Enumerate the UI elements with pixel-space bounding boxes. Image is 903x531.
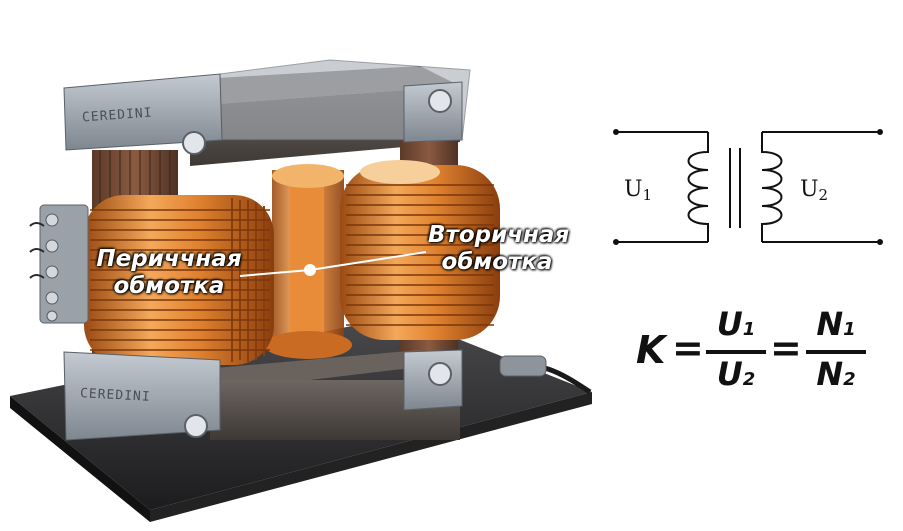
primary-label-line2: обмотка: [113, 273, 225, 299]
terminal-dot: [613, 239, 619, 245]
clamp-top: [63, 59, 471, 151]
leader-point: [304, 264, 316, 276]
secondary-label-line1: Вторичная: [428, 222, 570, 248]
terminal-block: [29, 204, 89, 324]
leader-lines: [239, 251, 427, 277]
fraction-u1: U1: [716, 305, 756, 343]
transformation-ratio-formula: K = U1 U2 = N1 N2: [636, 306, 876, 396]
terminal-dot: [877, 239, 883, 245]
u2-label: U2: [800, 177, 828, 204]
primary-coil-symbol: [687, 132, 709, 242]
fraction-n2: N2: [816, 355, 856, 393]
bolts: [182, 89, 452, 438]
fraction-u2: U2: [716, 355, 756, 393]
cable-connector: [499, 355, 547, 377]
primary-label-line1: Периччная: [96, 246, 242, 272]
transformer-illustration: [10, 59, 592, 522]
terminal-dot: [613, 129, 619, 135]
fraction-voltage: U1 U2: [706, 306, 766, 398]
primary-winding-label: Периччная обмотка: [94, 246, 244, 300]
primary-coil: [84, 195, 274, 365]
formula-equals-2: =: [770, 326, 802, 370]
secondary-winding-label: Вторичная обмотка: [428, 222, 570, 276]
secondary-label-line2: обмотка: [441, 249, 553, 275]
secondary-coil-symbol: [761, 132, 783, 242]
u1-label: U1: [624, 177, 652, 204]
transformer-schematic: U1 U2: [613, 129, 883, 245]
terminal-dot: [877, 129, 883, 135]
fraction-bar: [806, 350, 866, 354]
fraction-bar: [706, 350, 766, 354]
fraction-turns: N1 N2: [806, 306, 866, 398]
formula-equals-1: =: [672, 326, 704, 370]
core-center-limb: [264, 164, 352, 359]
fraction-n1: N1: [816, 305, 856, 343]
formula-k: K: [636, 328, 666, 372]
core-bottom-yoke: [170, 350, 460, 440]
